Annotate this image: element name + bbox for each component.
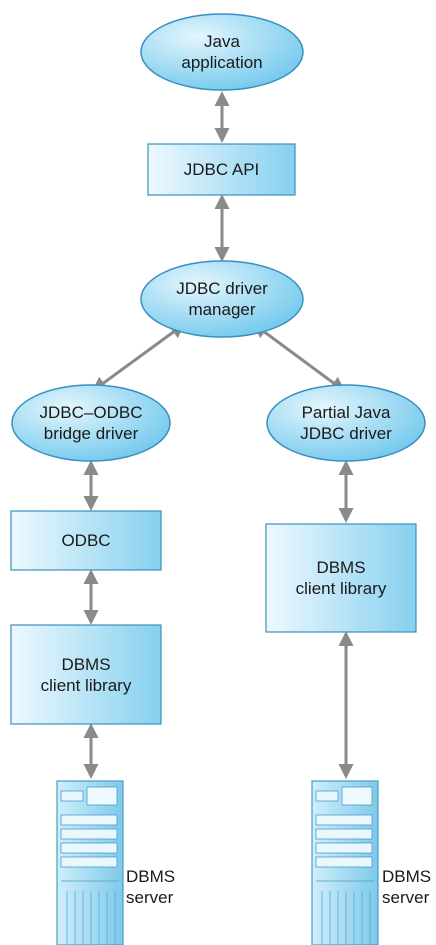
server-left-icon — [56, 780, 124, 945]
jdbc-api-box — [147, 143, 296, 196]
jdbc-driver-manager-node — [140, 260, 304, 338]
server-left-line1: DBMS — [126, 867, 176, 886]
java-application-node — [140, 13, 304, 91]
jdbc-odbc-bridge-node — [11, 384, 171, 462]
server-right-label: DBMS server — [382, 866, 431, 908]
arrow-manager-to-bridge — [91, 323, 186, 392]
client-library-left-box — [10, 624, 162, 725]
arrow-manager-to-partial — [252, 323, 346, 392]
server-left-label: DBMS server — [126, 866, 175, 908]
client-library-right-box — [265, 523, 417, 633]
connectors — [83, 91, 354, 779]
server-right-line1: DBMS — [382, 867, 432, 886]
partial-java-driver-node — [266, 384, 426, 462]
server-left-line2: server — [126, 888, 174, 907]
odbc-box — [10, 510, 162, 571]
server-right-icon — [311, 780, 379, 945]
server-right-line2: server — [382, 888, 430, 907]
